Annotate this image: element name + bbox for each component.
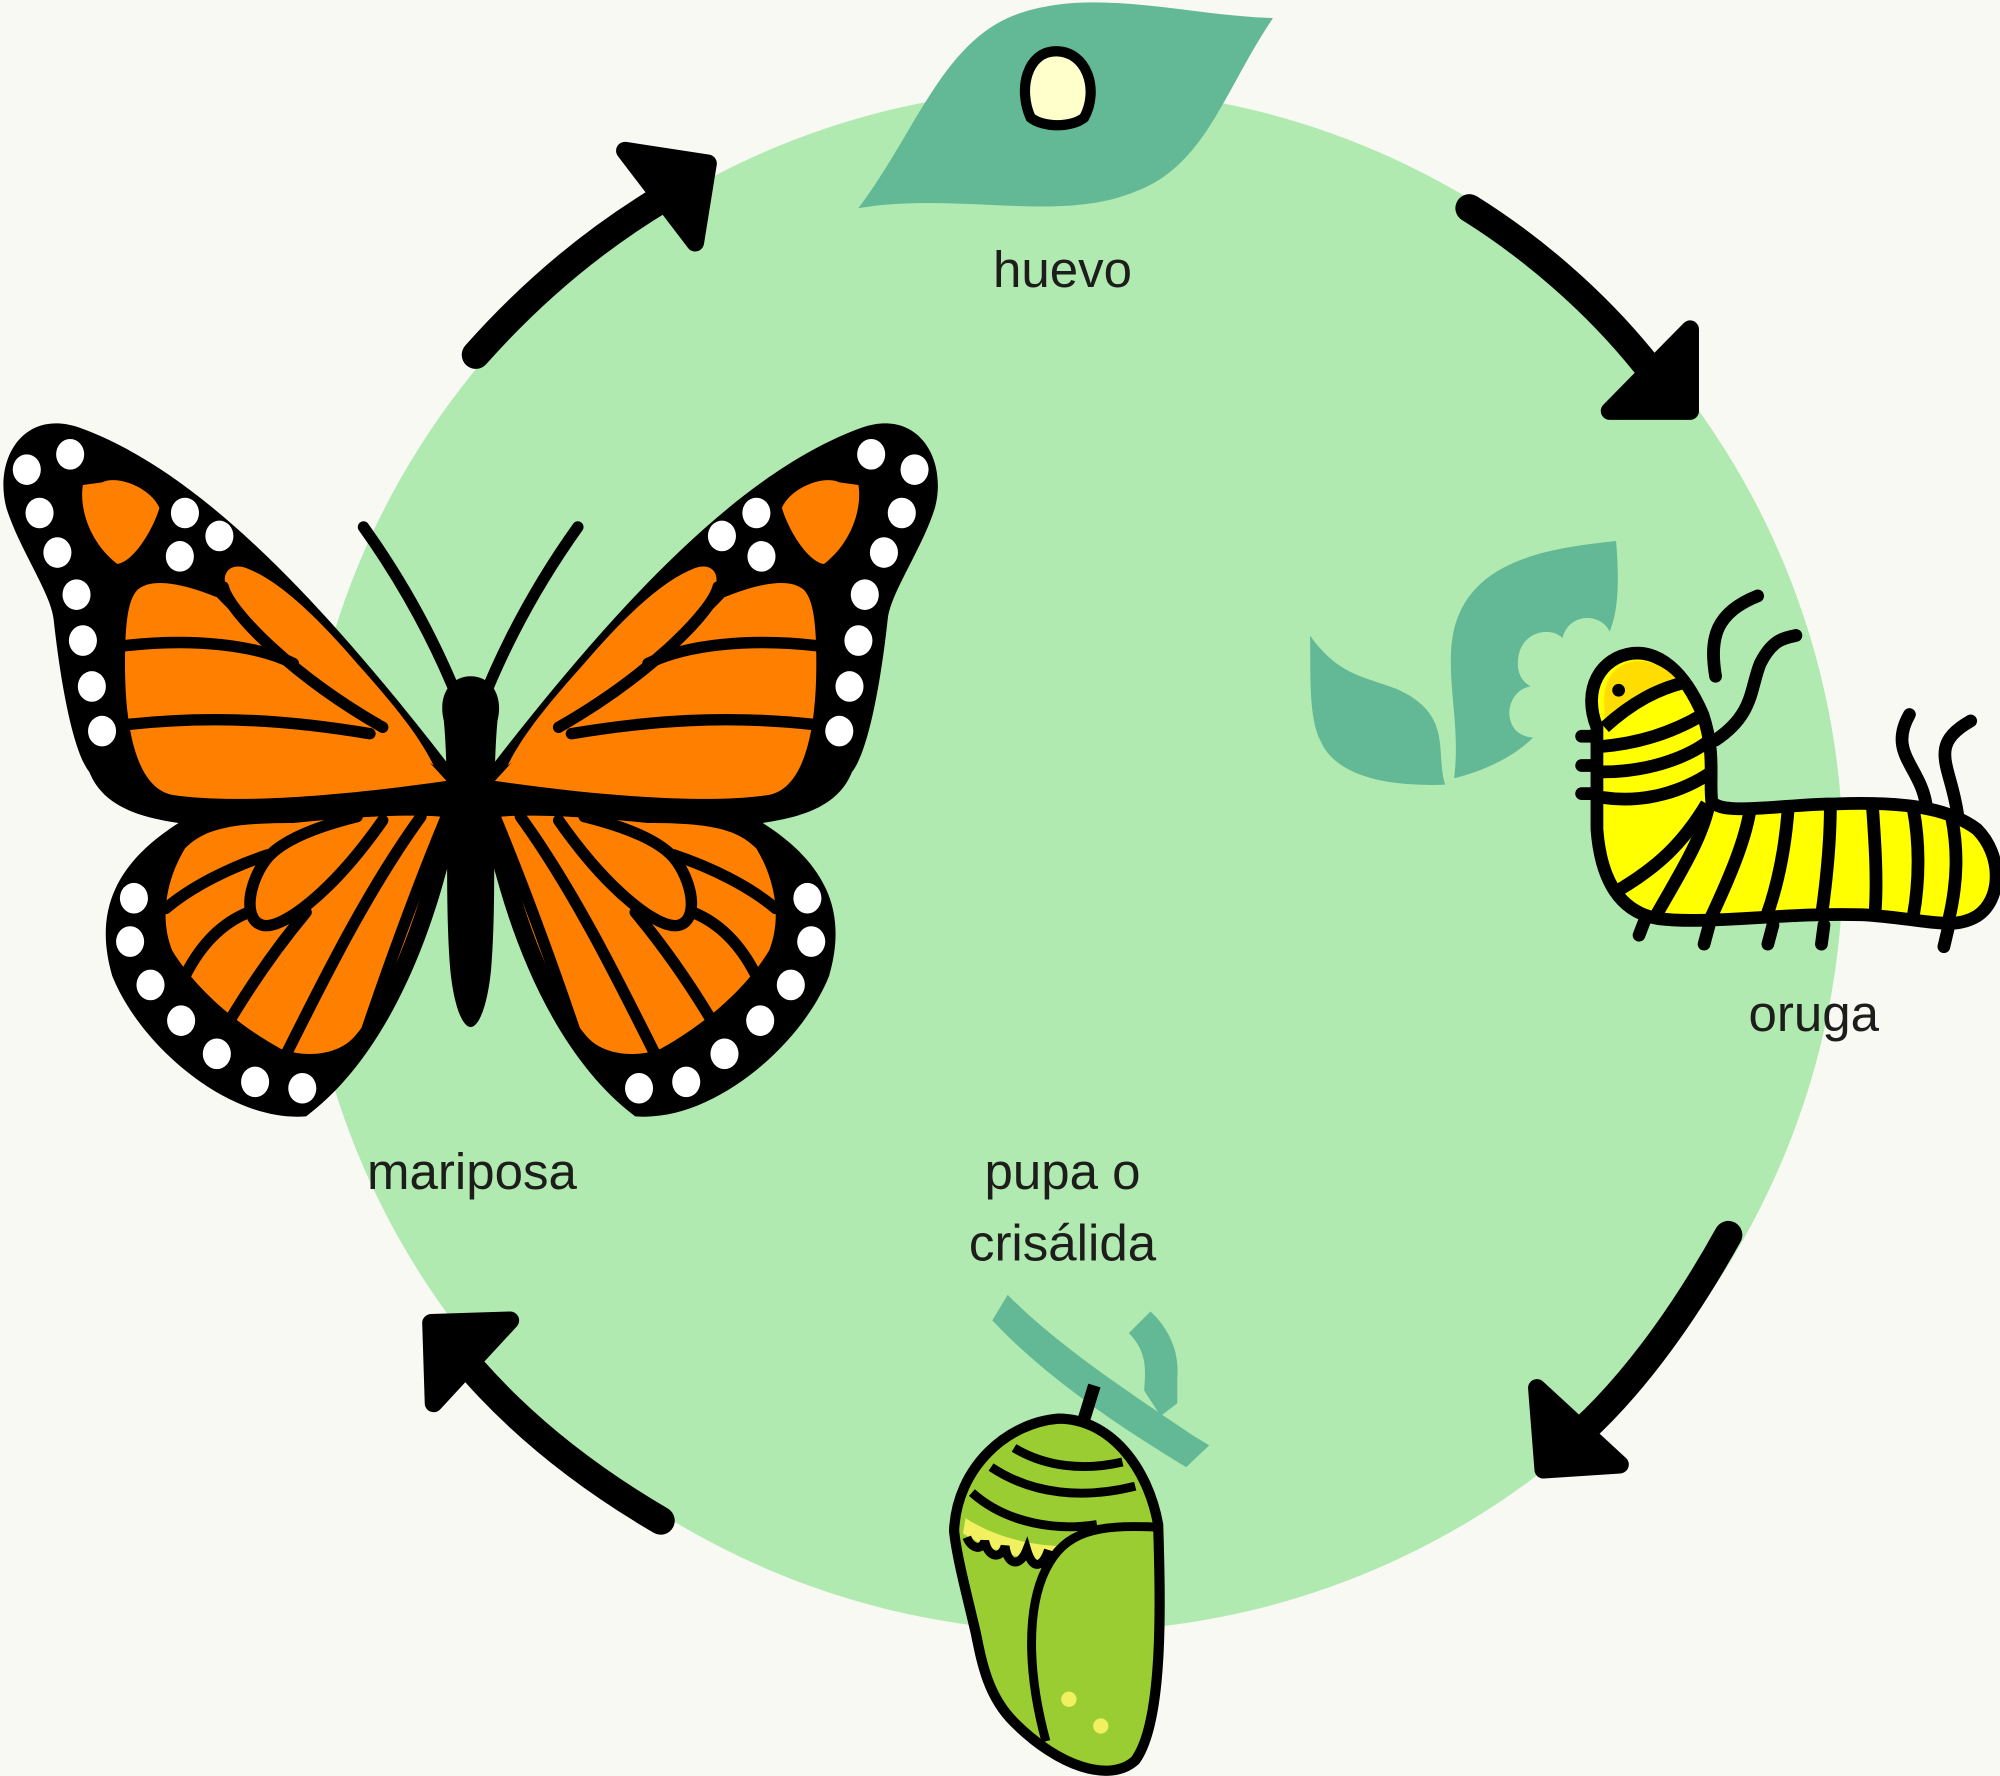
pupa-label-line1: pupa o	[984, 1143, 1140, 1200]
butterfly-body	[442, 676, 500, 1028]
butterfly-left-wings	[3, 423, 465, 1117]
cycle-arrows	[422, 141, 1743, 1535]
wing-white-dots	[12, 439, 317, 1104]
arrow-caterpillar-to-pupa	[1528, 1220, 1743, 1479]
butterfly-illustration	[3, 423, 937, 1116]
caterpillar-stripes	[1600, 676, 1963, 924]
chrysalis-band	[963, 1518, 1066, 1563]
egg-label: huevo	[993, 241, 1132, 298]
cycle-circle	[299, 88, 1844, 1632]
caterpillar-label: oruga	[1749, 985, 1880, 1042]
eaten-leaf-icon	[1450, 541, 1618, 779]
caterpillar-eye	[1612, 683, 1625, 697]
chrysalis-body	[948, 1413, 1165, 1776]
butterfly-label: mariposa	[367, 1143, 577, 1200]
pupa-illustration	[948, 1294, 1210, 1776]
pupa-dot	[1093, 1718, 1109, 1734]
arrow-pupa-to-butterfly	[422, 1311, 675, 1535]
arrow-butterfly-to-egg	[461, 141, 717, 369]
egg-illustration	[858, 2, 1273, 209]
small-leaf-icon	[1309, 635, 1446, 785]
pupa-dot	[1061, 1691, 1077, 1707]
left-hindwing-orange	[165, 815, 441, 1054]
arrow-egg-to-caterpillar	[1455, 194, 1699, 420]
left-wingtip-orange	[82, 480, 160, 565]
pupa-label-line2: crisálida	[969, 1214, 1157, 1271]
left-forewing-cell	[224, 566, 434, 766]
branch-icon	[992, 1294, 1210, 1468]
left-forewing-orange	[125, 582, 447, 799]
twig-icon	[1128, 1311, 1178, 1417]
egg-icon	[1019, 46, 1096, 131]
caterpillar-illustration	[1309, 541, 2000, 954]
antenna	[357, 521, 465, 708]
